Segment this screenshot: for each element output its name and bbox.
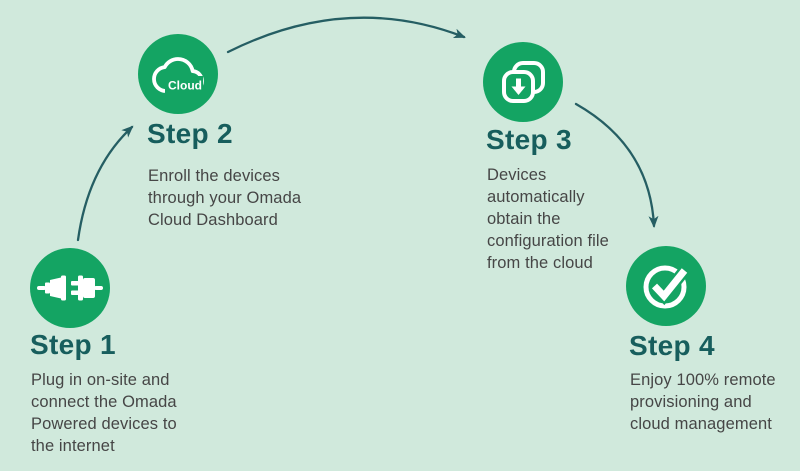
arrow-step3-to-step4 [574, 102, 659, 228]
step-1-description: Plug in on-site and connect the Omada Po… [31, 371, 177, 455]
step-1-title: Step 1 [30, 329, 116, 360]
download-files-icon [483, 42, 563, 122]
step-3-title: Step 3 [486, 124, 572, 155]
arrow-step2-to-step3 [226, 16, 466, 54]
step-2-description: Enroll the devices through your Omada Cl… [148, 167, 302, 229]
arrow-step1-to-step2 [76, 125, 134, 242]
cloud-icon-label: Cloud [168, 79, 202, 93]
step-3-description: Devices automatically obtain the configu… [487, 166, 609, 272]
plug-connect-icon [30, 248, 110, 328]
step-2-title: Step 2 [147, 118, 233, 149]
step-4-title: Step 4 [629, 330, 715, 361]
step-4-description: Enjoy 100% remote provisioning and cloud… [630, 371, 776, 433]
check-circle-icon [626, 246, 706, 326]
cloud-icon: Cloud [138, 34, 218, 114]
